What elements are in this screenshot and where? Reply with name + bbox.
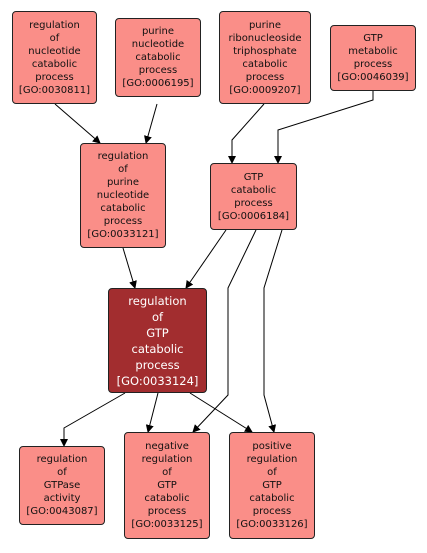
node-go-id: [GO:0006184] [217,210,290,222]
node-label-line: activity [43,493,81,504]
edge-0030811-to-0033121 [54,103,101,144]
node-label-line: of [57,467,67,478]
node-label-line: process [35,71,74,83]
edge-0033124-to-0033126 [189,392,253,433]
node-label-line: catabolic [135,52,181,63]
node-go-0033121[interactable]: regulation of purine nucleotide cataboli… [80,143,166,248]
node-go-id: [GO:0033121] [87,229,159,240]
node-label-line: of [118,164,128,175]
node-go-0006195[interactable]: purine nucleotide catabolic process [GO:… [115,18,201,97]
node-label-line: negative [145,441,189,452]
node-label-line: ribonucleoside [228,32,302,44]
node-label-line: GTP [262,480,282,491]
edge-0033124-to-0033125 [145,392,159,433]
node-label-line: of [162,467,172,478]
edge-0006195-to-0033121 [144,103,158,144]
node-label-line: of [49,32,60,44]
node-label-line: nucleotide [96,190,150,201]
node-go-0033126[interactable]: positive regulation of GTP catabolic pro… [229,432,315,539]
edge-0009207-to-0006184 [228,103,265,164]
edge-0006184-to-0033126 [263,229,283,433]
node-go-id: [GO:0033126] [236,519,308,530]
node-label-line: process [234,197,273,209]
node-label-line: catabolic [131,341,184,356]
edge-0006184-to-0033125 [192,229,257,433]
node-label-line: nucleotide [28,45,81,57]
node-go-0043087[interactable]: regulation of GTPase activity [GO:004308… [19,446,105,525]
node-label-line: catabolic [242,58,288,70]
node-label-line: GTPase [43,480,81,491]
node-label-line: GTP [363,33,383,44]
node-label-line: regulation [29,19,80,31]
node-go-id: [GO:0006195] [122,78,194,89]
node-label-line: metabolic [348,46,398,57]
node-label-line: positive [252,441,292,452]
node-label-line: triphosphate [233,45,297,57]
node-label-line: GTP [157,480,177,491]
node-label-line: catabolic [100,203,146,214]
node-label-line: purine [141,26,175,37]
edge-0006184-to-0033124 [185,229,227,289]
node-label-line: regulation [36,454,88,465]
node-label-line: process [138,65,178,76]
node-label-line: process [135,357,180,372]
node-label-line: catabolic [249,493,295,504]
node-go-id: [GO:0033125] [131,519,203,530]
node-label-line: purine [106,177,140,188]
node-go-id: [GO:0046039] [337,72,409,83]
node-label-line: purine [248,19,282,31]
node-label-line: GTP [146,325,169,340]
node-go-id: [GO:0033124] [116,373,199,388]
node-go-0033125[interactable]: negative regulation of GTP catabolic pro… [124,432,210,539]
node-go-id: [GO:0009207] [229,84,301,96]
node-go-0033124-focus[interactable]: regulation of GTP catabolic process [GO:… [108,288,207,393]
node-label-line: catabolic [230,184,277,196]
node-label-line: GTP [243,171,264,183]
node-label-line: regulation [97,151,149,162]
node-label-line: process [103,216,143,227]
node-go-0006184[interactable]: GTP catabolic process [GO:0006184] [210,163,297,230]
node-label-line: process [147,506,187,517]
node-go-id: [GO:0030811] [18,84,91,96]
node-label-line: catabolic [31,58,78,70]
node-label-line: catabolic [144,493,190,504]
node-label-line: process [245,71,285,83]
node-go-0030811[interactable]: regulation of nucleotide catabolic proce… [12,11,97,104]
node-label-line: nucleotide [131,39,185,50]
edge-0033121-to-0033124 [122,247,137,289]
node-label-line: process [353,59,393,70]
node-go-0046039[interactable]: GTP metabolic process [GO:0046039] [330,25,416,91]
node-go-id: [GO:0043087] [26,506,98,517]
node-label-line: regulation [128,293,187,308]
node-label-line: process [252,506,292,517]
node-label-line: of [151,309,164,324]
node-go-0009207[interactable]: purine ribonucleoside triphosphate catab… [219,11,311,104]
edge-0046039-to-0006184 [274,91,374,164]
node-label-line: regulation [246,454,298,465]
edge-0033124-to-0043087 [60,392,126,447]
node-label-line: of [267,467,277,478]
node-label-line: regulation [141,454,193,465]
